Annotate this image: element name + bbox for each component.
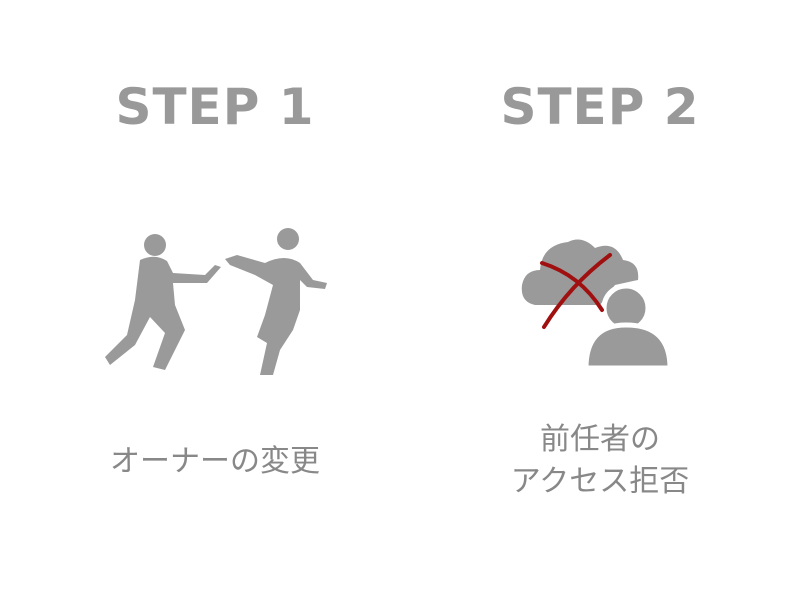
step2-caption: 前任者の アクセス拒否 — [440, 419, 760, 503]
relay-runners-icon — [105, 228, 327, 375]
step2-caption-line: アクセス拒否 — [510, 464, 690, 499]
step1-caption-line: オーナーの変更 — [110, 444, 320, 479]
cloud-access-denied-icon — [521, 239, 673, 370]
step2-title: STEP 2 — [500, 78, 700, 136]
step2-caption-line: 前任者の — [540, 422, 660, 457]
step1-title: STEP 1 — [115, 78, 315, 136]
step1-caption: オーナーの変更 — [55, 441, 375, 483]
